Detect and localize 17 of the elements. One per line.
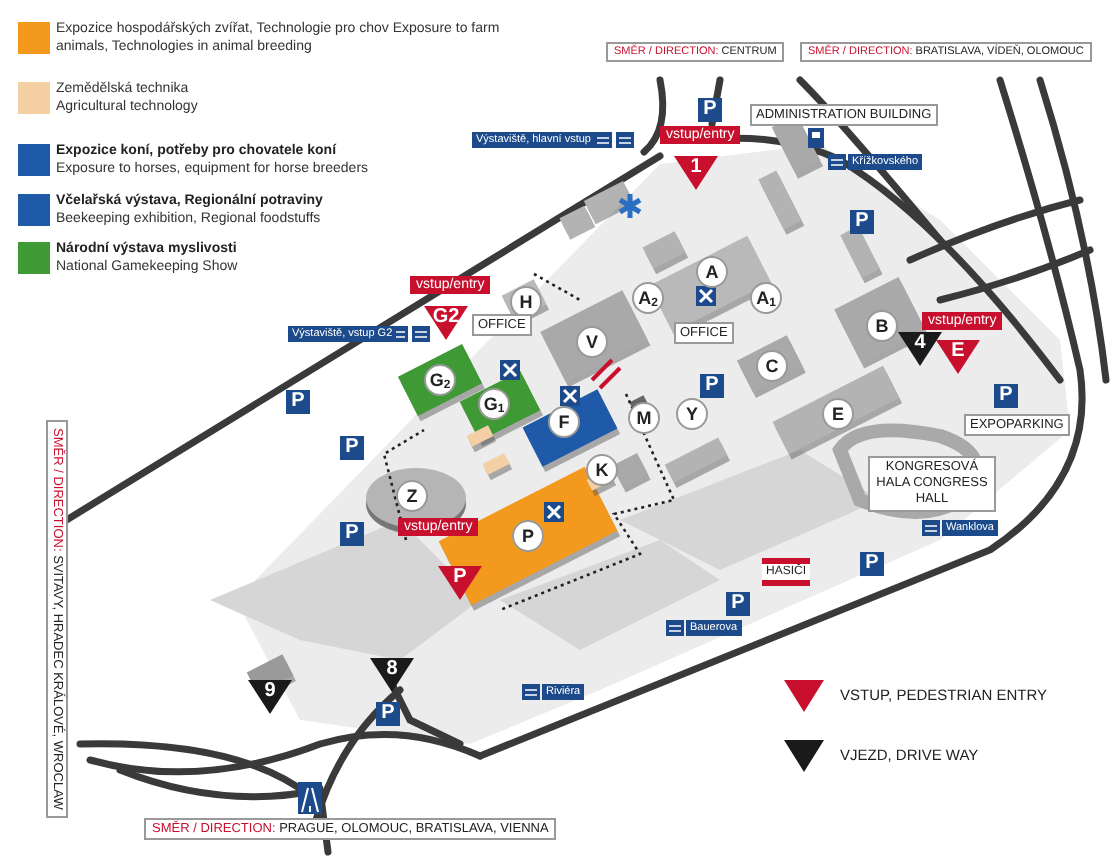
parking-sign: P	[340, 436, 364, 460]
entry-triangle: P	[438, 566, 482, 600]
entry-triangle: G2	[424, 306, 468, 340]
driveway-triangle: 8	[370, 658, 414, 692]
parking-sign: P	[286, 390, 310, 414]
parking-sign: P	[376, 702, 400, 726]
driveway-triangle: 9	[248, 680, 292, 714]
driveway-triangle: 4	[898, 332, 942, 366]
entry-triangle: E	[936, 340, 980, 374]
parking-sign: P	[850, 210, 874, 234]
parking-sign: P	[698, 98, 722, 122]
parking-sign: P	[700, 374, 724, 398]
parking-sign: P	[860, 552, 884, 576]
parking-sign: P	[726, 592, 750, 616]
entry-triangle: 1	[674, 156, 718, 190]
parking-sign: P	[994, 384, 1018, 408]
parking-sign: P	[340, 522, 364, 546]
